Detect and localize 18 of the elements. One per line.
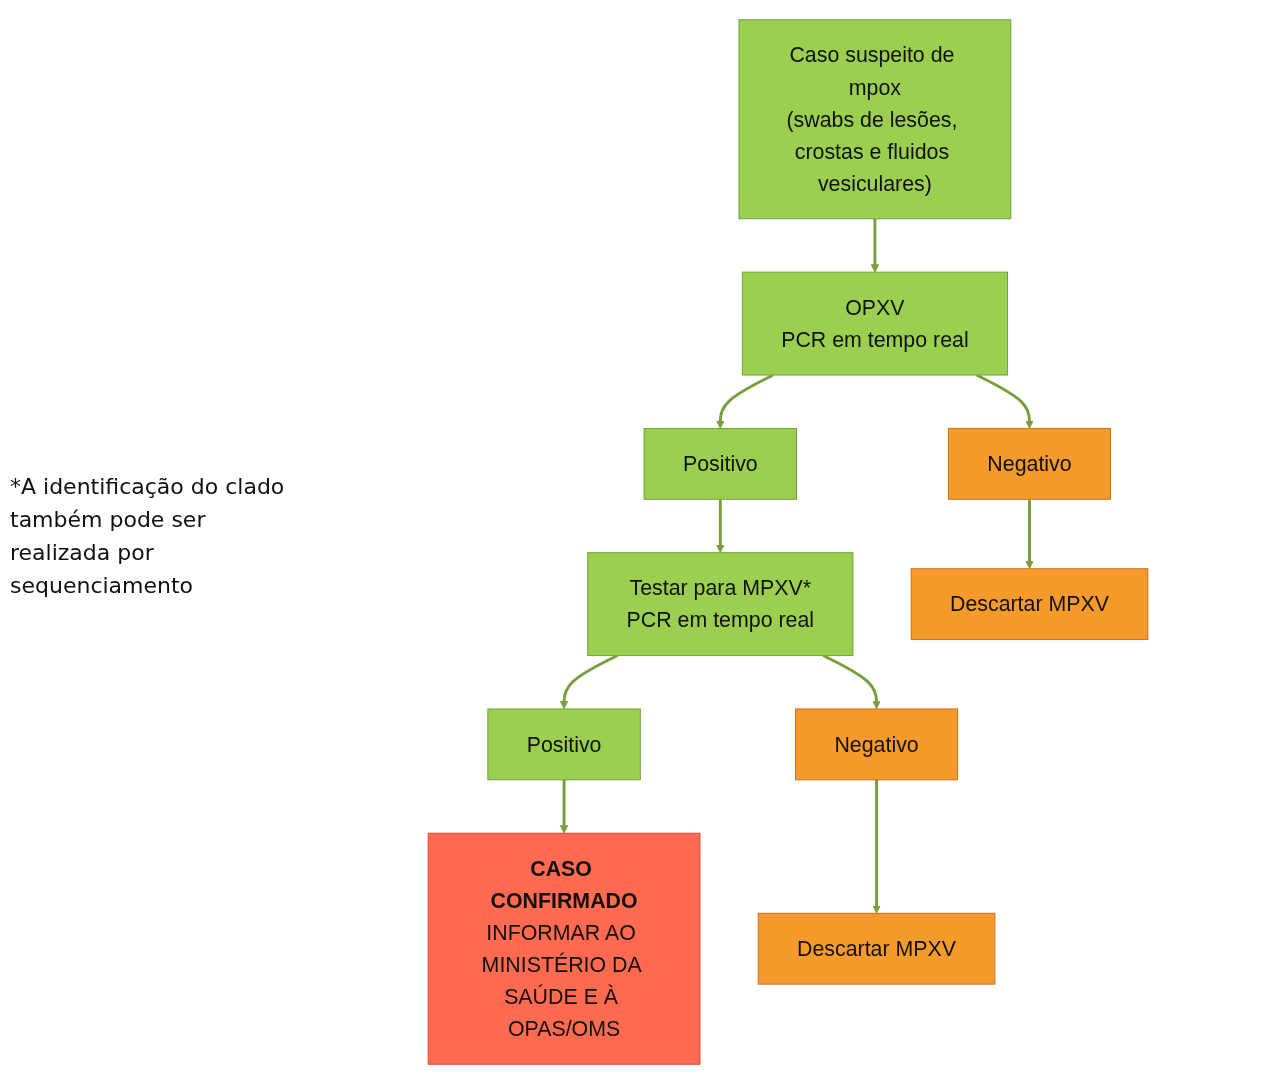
- footnote: *A identificação do clado também pode ser realizada por sequenciamento: [10, 473, 286, 600]
- node-box: Caso suspeito de mpox (swabs de lesões, crostas e fluidos vesiculares): [738, 19, 1012, 220]
- node-box: Testar para MPXV* PCR em tempo real: [587, 552, 854, 657]
- arrow: [559, 654, 619, 710]
- arrow: [716, 499, 725, 554]
- node-box: Descartar MPXV: [757, 912, 996, 985]
- node-box: CASO CONFIRMADO INFORMAR AO MINISTÉRIO DA SAÚDE E À OPAS/OMS: [427, 832, 701, 1065]
- arrow: [1025, 499, 1034, 570]
- node-box: Positivo: [643, 427, 797, 500]
- node-box: Negativo: [795, 708, 958, 781]
- arrow: [872, 779, 881, 914]
- arrow: [822, 654, 881, 710]
- node-box: Negativo: [948, 427, 1111, 500]
- node-box: OPXV PCR em tempo real: [741, 271, 1008, 376]
- arrow: [870, 218, 880, 273]
- node-box: Positivo: [487, 708, 641, 781]
- arrow: [559, 779, 569, 834]
- node-box: Descartar MPXV: [910, 568, 1149, 641]
